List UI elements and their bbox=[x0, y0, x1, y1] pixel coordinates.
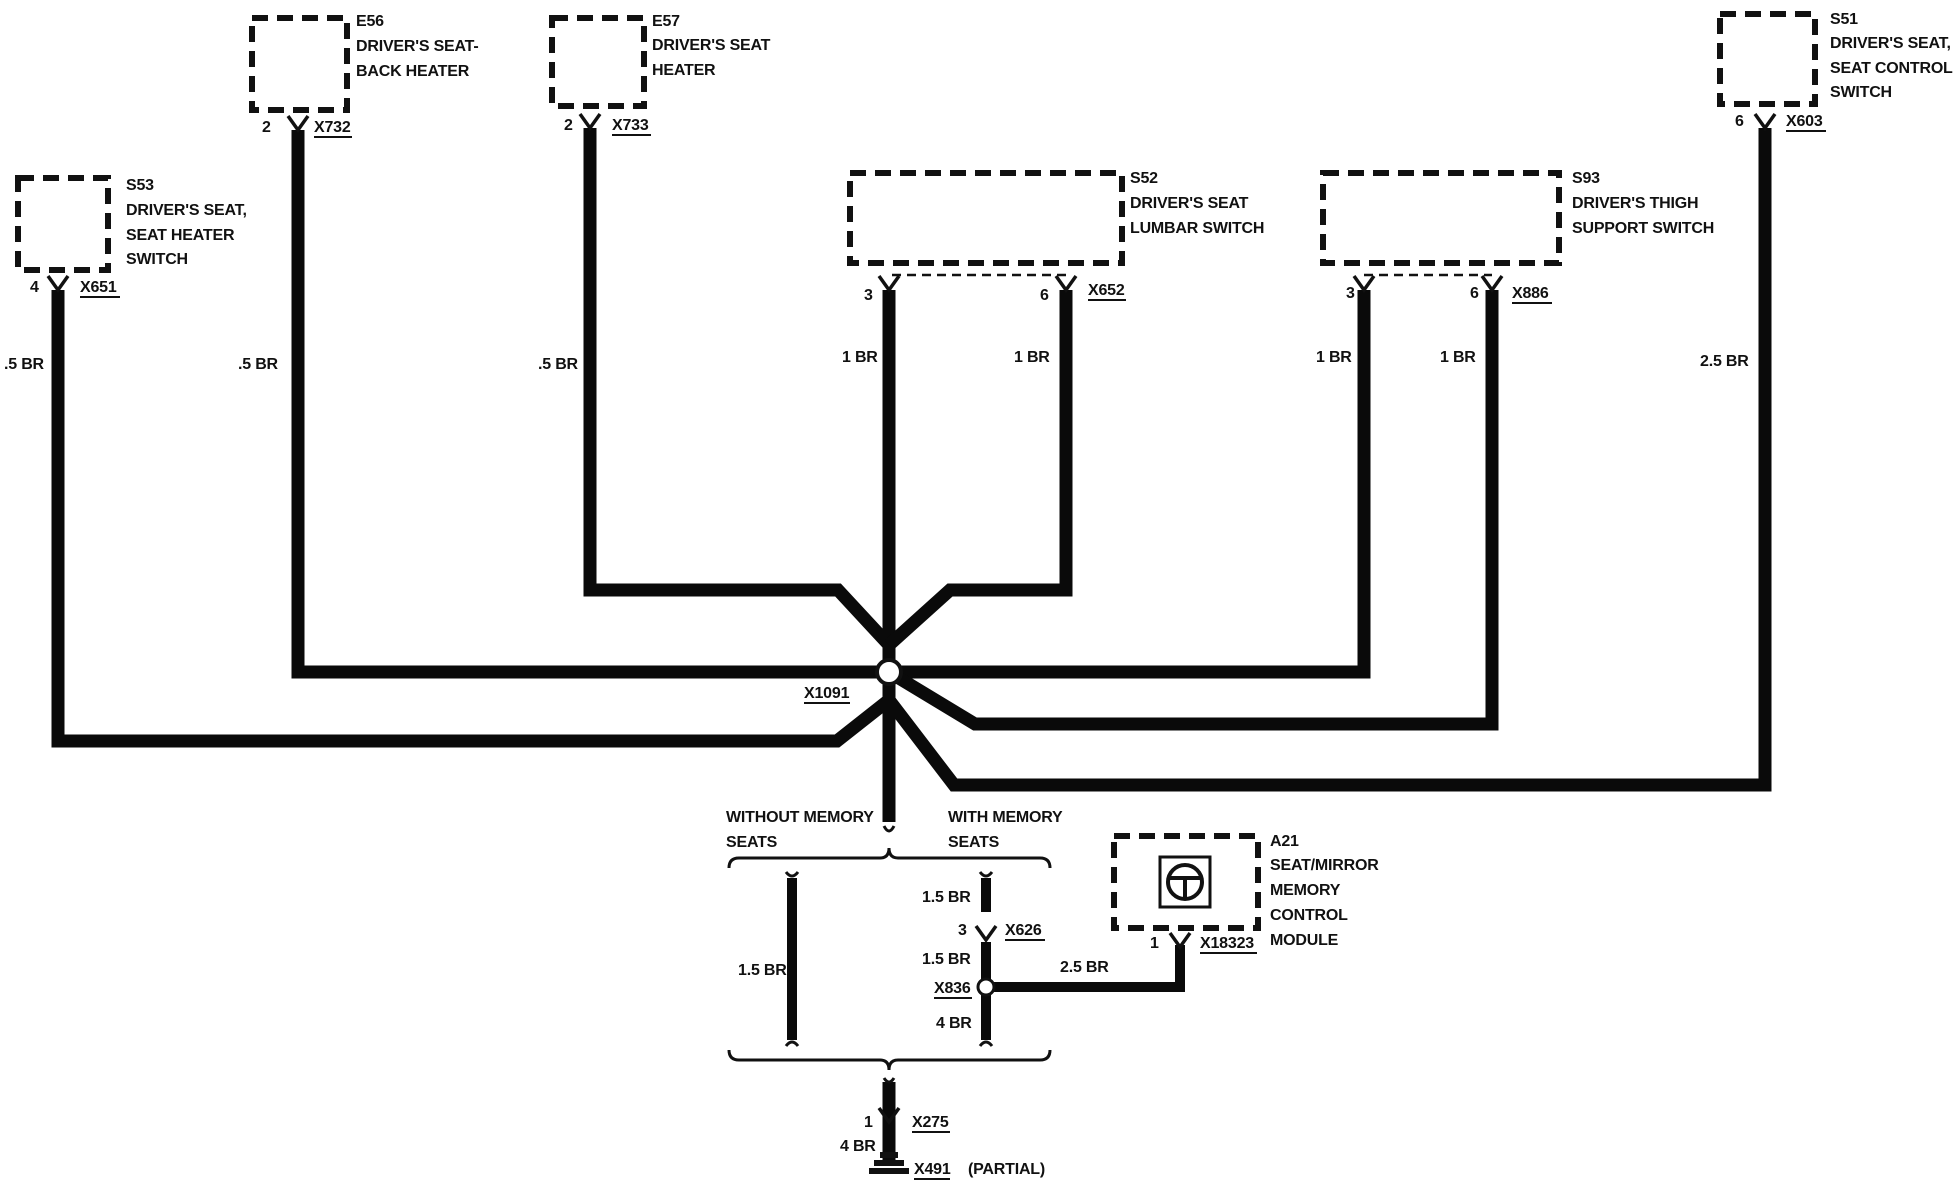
without-memory-wire-spec: 1.5 BR bbox=[738, 962, 787, 979]
ground-note: (PARTIAL) bbox=[968, 1161, 1045, 1178]
wire-s93-pin3 bbox=[889, 290, 1371, 679]
e56-pin: 2 bbox=[262, 119, 271, 136]
wire-s52-pin6 bbox=[884, 290, 1073, 650]
a21-id: A21 bbox=[1270, 833, 1299, 850]
s52-pin-6: 6 bbox=[1040, 287, 1049, 304]
without-memory-label-2: SEATS bbox=[726, 834, 778, 851]
s93-id: S93 bbox=[1572, 170, 1600, 187]
s52-id: S52 bbox=[1130, 170, 1158, 187]
wire-e57 bbox=[583, 128, 894, 650]
e57-component-box bbox=[549, 15, 647, 109]
e57-name-2: HEATER bbox=[652, 62, 716, 79]
wires bbox=[51, 128, 1772, 1162]
s93-name-2: SUPPORT SWITCH bbox=[1572, 220, 1714, 237]
splice-x1091 bbox=[875, 658, 903, 686]
e57-name-1: DRIVER'S SEAT bbox=[652, 37, 771, 54]
with-memory-label-1: WITH MEMORY bbox=[948, 809, 1063, 826]
with-memory-label-2: SEATS bbox=[948, 834, 1000, 851]
with-memory-wire-top: 1.5 BR bbox=[922, 889, 971, 906]
ground-pin: 1 bbox=[864, 1114, 873, 1131]
wire-s51 bbox=[883, 128, 1772, 792]
splice-x836 bbox=[976, 977, 996, 997]
s93-name-1: DRIVER'S THIGH bbox=[1572, 195, 1698, 212]
wire-e56 bbox=[291, 130, 889, 679]
e56-id: E56 bbox=[356, 13, 384, 30]
s52-connector: X652 bbox=[1088, 282, 1125, 299]
wire-s53 bbox=[51, 290, 894, 748]
s53-name-3: SWITCH bbox=[126, 251, 188, 268]
a21-name-4: MODULE bbox=[1270, 932, 1339, 949]
s52-wire-spec-1: 1 BR bbox=[842, 349, 878, 366]
a21-name-2: MEMORY bbox=[1270, 882, 1341, 899]
ground-icon bbox=[869, 1152, 909, 1174]
e56-name-2: BACK HEATER bbox=[356, 63, 470, 80]
s51-component-box bbox=[1717, 11, 1818, 107]
e57-wire-spec: .5 BR bbox=[538, 356, 579, 373]
e56-connector: X732 bbox=[314, 119, 351, 136]
ground-id: X491 bbox=[914, 1161, 951, 1178]
s93-pin-3: 3 bbox=[1346, 285, 1355, 302]
s53-id: S53 bbox=[126, 177, 154, 194]
a21-pin: 1 bbox=[1150, 935, 1159, 952]
a21-component-box bbox=[1111, 833, 1261, 931]
without-memory-label-1: WITHOUT MEMORY bbox=[726, 809, 874, 826]
e57-pin: 2 bbox=[564, 117, 573, 134]
with-memory-connector: X626 bbox=[1005, 922, 1042, 939]
e56-wire-spec: .5 BR bbox=[238, 356, 279, 373]
a21-name-3: CONTROL bbox=[1270, 907, 1348, 924]
s52-name-1: DRIVER'S SEAT bbox=[1130, 195, 1249, 212]
s51-connector: X603 bbox=[1786, 113, 1823, 130]
s51-name-2: SEAT CONTROL bbox=[1830, 60, 1953, 77]
a21-connector: X18323 bbox=[1200, 935, 1254, 952]
memory-module-icon bbox=[1158, 855, 1212, 909]
s93-wire-spec-1: 1 BR bbox=[1316, 349, 1352, 366]
e57-connector: X733 bbox=[612, 117, 649, 134]
with-memory-wire-mid: 1.5 BR bbox=[922, 951, 971, 968]
e57-id: E57 bbox=[652, 13, 680, 30]
splice-x1091-label: X1091 bbox=[804, 685, 850, 702]
s53-wire-spec: .5 BR bbox=[4, 356, 45, 373]
s53-connector: X651 bbox=[80, 279, 117, 296]
s52-component-box bbox=[847, 170, 1125, 266]
s93-connector: X886 bbox=[1512, 285, 1549, 302]
connector-chevrons bbox=[46, 112, 1777, 1126]
wire-s93-pin6 bbox=[885, 290, 1499, 731]
s51-id: S51 bbox=[1830, 11, 1858, 28]
s93-component-box bbox=[1320, 170, 1562, 266]
e56-component-box bbox=[249, 15, 350, 113]
s53-component-box bbox=[15, 175, 111, 273]
s53-pin: 4 bbox=[30, 279, 39, 296]
a21-wire-spec: 2.5 BR bbox=[1060, 959, 1109, 976]
wire-a21 bbox=[986, 945, 1185, 992]
s52-name-2: LUMBAR SWITCH bbox=[1130, 220, 1264, 237]
option-braces bbox=[727, 825, 1052, 1084]
s51-wire-spec: 2.5 BR bbox=[1700, 353, 1749, 370]
splice-x836-label: X836 bbox=[934, 980, 971, 997]
s51-name-3: SWITCH bbox=[1830, 84, 1892, 101]
s52-wire-spec-2: 1 BR bbox=[1014, 349, 1050, 366]
s51-pin: 6 bbox=[1735, 113, 1744, 130]
a21-name-1: SEAT/MIRROR bbox=[1270, 857, 1379, 874]
s93-wire-spec-2: 1 BR bbox=[1440, 349, 1476, 366]
s93-pin-6: 6 bbox=[1470, 285, 1479, 302]
s51-name-1: DRIVER'S SEAT, bbox=[1830, 35, 1951, 52]
s53-name-2: SEAT HEATER bbox=[126, 227, 235, 244]
e56-name-1: DRIVER'S SEAT- bbox=[356, 38, 479, 55]
s52-pin-3: 3 bbox=[864, 287, 873, 304]
with-memory-pin: 3 bbox=[958, 922, 967, 939]
ground-connector: X275 bbox=[912, 1114, 949, 1131]
with-memory-wire-bottom: 4 BR bbox=[936, 1015, 972, 1032]
ground-wire-spec: 4 BR bbox=[840, 1138, 876, 1155]
s53-name-1: DRIVER'S SEAT, bbox=[126, 202, 247, 219]
